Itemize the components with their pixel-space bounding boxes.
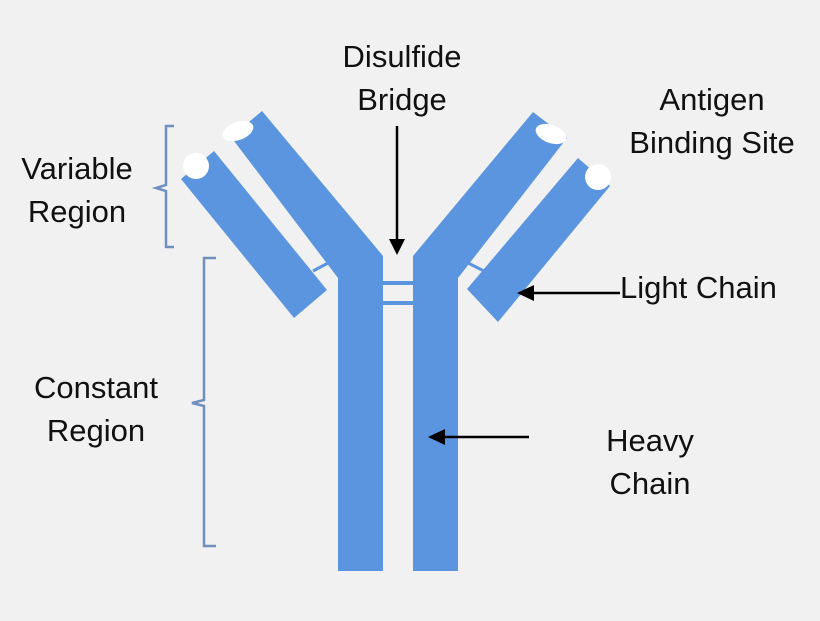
heavy-chain-left-stem: [338, 256, 383, 571]
light-heavy-link-right: [465, 260, 485, 273]
heavy-chain-label: Heavy Chain: [580, 419, 720, 505]
constant-region-label-line2: Region: [46, 413, 146, 448]
variable-region-label-line2: Region: [27, 194, 127, 229]
antigen-binding-site-label: Antigen Binding Site: [606, 78, 818, 164]
antigen-binding-site-label-line1: Antigen: [659, 82, 765, 117]
constant-region-label: Constant Region: [16, 366, 176, 452]
light-chain-label: Light Chain: [620, 266, 777, 309]
variable-region-bracket: [151, 124, 174, 249]
disulfide-bridge-arrow: [389, 126, 405, 255]
heavy-chain-arrow: [428, 429, 529, 445]
light-chain-right: [467, 158, 610, 322]
light-heavy-link-left: [312, 260, 331, 273]
variable-region-label-line1: Variable: [21, 151, 133, 186]
heavy-chain-label-line2: Chain: [609, 466, 691, 501]
light-chain-left: [181, 151, 327, 318]
constant-region-label-line1: Constant: [33, 370, 159, 405]
antigen-binding-site-left-heavy: [222, 120, 254, 142]
antigen-binding-site-label-line2: Binding Site: [629, 125, 795, 160]
antigen-binding-site-right-light: [585, 164, 611, 190]
light-chain-label-text: Light Chain: [620, 270, 777, 305]
constant-region-bracket: [191, 256, 216, 548]
variable-region-label: Variable Region: [4, 147, 150, 233]
heavy-chain-right-arm: [413, 112, 567, 278]
heavy-chain-label-line1: Heavy: [606, 423, 694, 458]
disulfide-bridge-label-line1: Disulfide: [342, 39, 462, 74]
disulfide-bridge-label: Disulfide Bridge: [324, 35, 480, 121]
disulfide-bridge-label-line2: Bridge: [357, 82, 447, 117]
heavy-chain-left-arm: [231, 111, 383, 278]
antigen-binding-site-left-light: [183, 153, 209, 179]
light-chain-arrow: [517, 285, 620, 301]
antigen-binding-site-right-heavy: [535, 123, 567, 145]
heavy-chain-right-stem: [413, 256, 458, 571]
